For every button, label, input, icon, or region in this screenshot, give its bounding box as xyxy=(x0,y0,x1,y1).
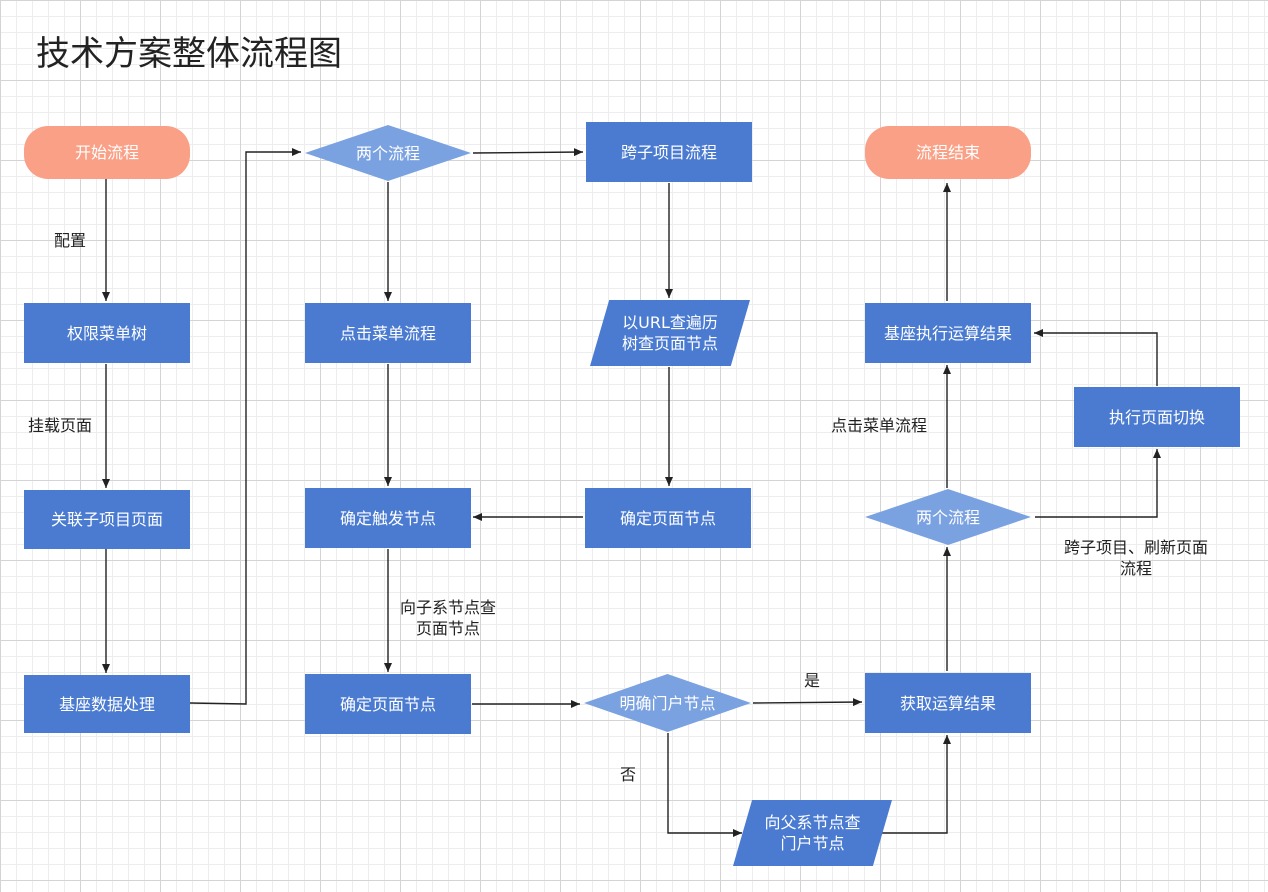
click-menu-flow-label: 点击菜单流程 xyxy=(339,323,436,343)
edge-clear-to-parent xyxy=(667,733,742,837)
edge-parent-to-result xyxy=(880,735,951,834)
start-terminal[interactable]: 开始流程 xyxy=(24,126,190,179)
edge-clear-to-result xyxy=(752,698,863,707)
diagram-title: 技术方案整体流程图 xyxy=(36,34,342,74)
edge-switch-to-baseexec xyxy=(1034,329,1158,386)
edge-label-no: 否 xyxy=(620,765,637,784)
start-label: 开始流程 xyxy=(74,143,139,162)
related-sub-page-label: 关联子项目页面 xyxy=(50,510,163,529)
two-flows-1-label: 两个流程 xyxy=(355,143,420,163)
edge-twoflows-to-switch xyxy=(1035,449,1161,518)
perm-menu-tree-box[interactable]: 权限菜单树 xyxy=(24,303,190,363)
confirm-page-1-label: 确定页面节点 xyxy=(339,694,436,714)
confirm-trigger-label: 确定触发节点 xyxy=(339,508,436,528)
url-search-label: 以URL查遍历 树查页面节点 xyxy=(621,313,718,353)
confirm-page-2-label: 确定页面节点 xyxy=(619,508,716,528)
end-terminal[interactable]: 流程结束 xyxy=(865,126,1031,179)
click-menu-flow-box[interactable]: 点击菜单流程 xyxy=(305,303,471,363)
page-switch-label: 执行页面切换 xyxy=(1108,407,1205,427)
edge-label-child-search: 向子系节点查 页面节点 xyxy=(400,598,497,638)
edge-twoflows-to-cross xyxy=(472,148,584,157)
related-sub-page-box[interactable]: 关联子项目页面 xyxy=(24,490,190,549)
edge-base-to-twoflows xyxy=(189,148,301,705)
cross-sub-flow-box[interactable]: 跨子项目流程 xyxy=(586,122,752,182)
get-result-box[interactable]: 获取运算结果 xyxy=(865,673,1031,733)
base-data-label: 基座数据处理 xyxy=(58,694,155,714)
cross-sub-flow-label: 跨子项目流程 xyxy=(620,142,717,162)
confirm-page-box-1[interactable]: 确定页面节点 xyxy=(305,674,471,734)
confirm-trigger-box[interactable]: 确定触发节点 xyxy=(305,488,471,548)
edge-label-mount-page: 挂载页面 xyxy=(28,416,93,435)
base-exec-label: 基座执行运算结果 xyxy=(883,323,1012,343)
edge-label-yes: 是 xyxy=(804,671,821,690)
base-exec-box[interactable]: 基座执行运算结果 xyxy=(865,303,1031,363)
base-data-box[interactable]: 基座数据处理 xyxy=(24,675,190,733)
page-switch-box[interactable]: 执行页面切换 xyxy=(1074,387,1240,447)
end-label: 流程结束 xyxy=(915,143,980,162)
edge-label-cross-refresh: 跨子项目、刷新页面 流程 xyxy=(1064,538,1209,578)
confirm-page-box-2[interactable]: 确定页面节点 xyxy=(585,488,751,548)
url-search-io[interactable]: 以URL查遍历 树查页面节点 xyxy=(590,300,750,366)
parent-search-io[interactable]: 向父系节点查 门户节点 xyxy=(733,800,892,866)
parent-search-label: 向父系节点查 门户节点 xyxy=(764,813,861,853)
get-result-label: 获取运算结果 xyxy=(899,693,996,713)
edge-label-click-menu: 点击菜单流程 xyxy=(831,416,928,435)
edge-label-config: 配置 xyxy=(54,231,87,250)
clear-portal-label: 明确门户节点 xyxy=(619,693,716,713)
two-flows-2-label: 两个流程 xyxy=(915,507,980,527)
perm-menu-tree-label: 权限菜单树 xyxy=(66,323,147,343)
